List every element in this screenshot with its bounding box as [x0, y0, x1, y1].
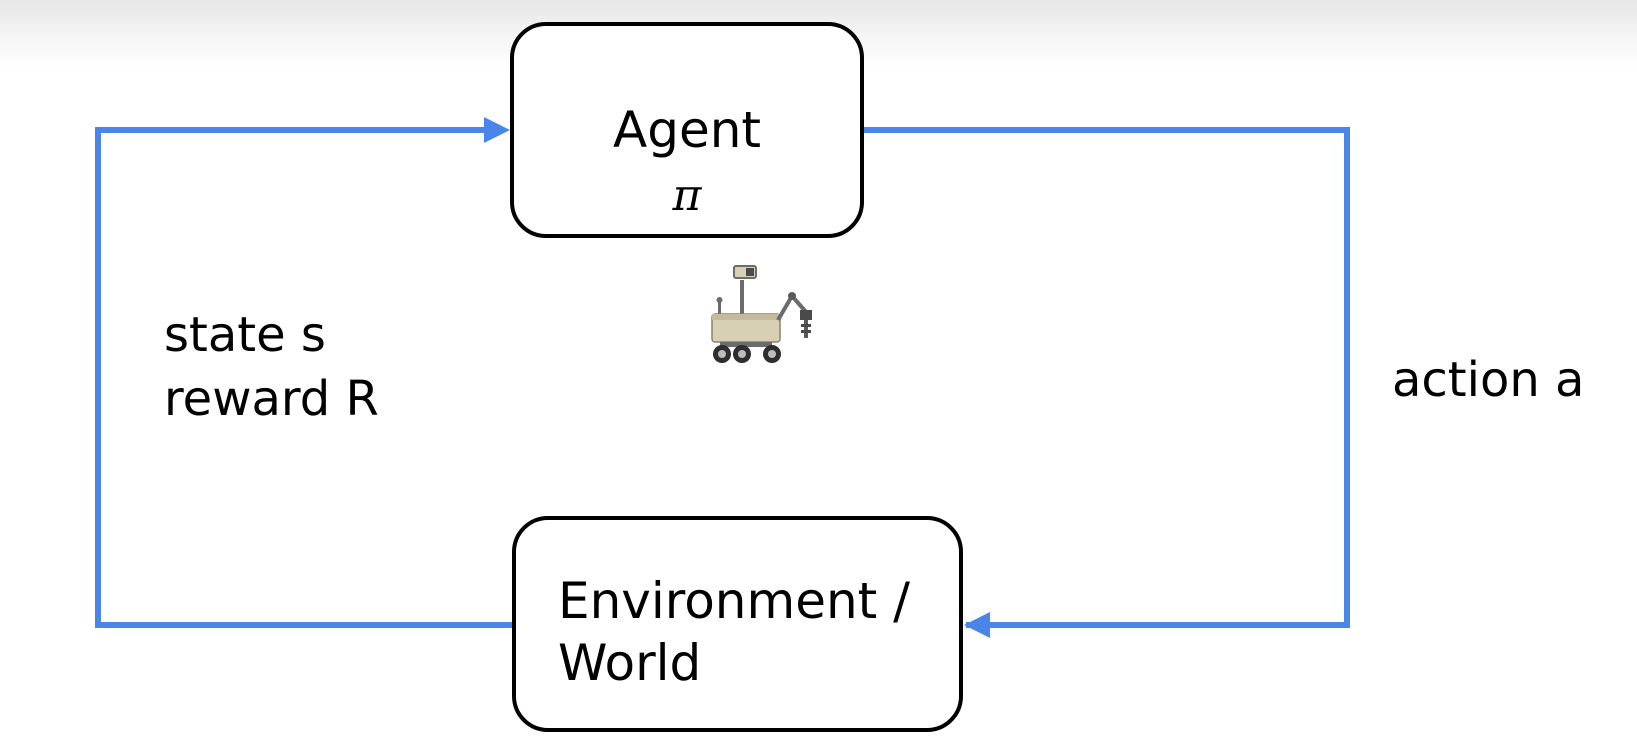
agent-title: Agent: [613, 101, 761, 159]
state-reward-arrowhead: [484, 117, 510, 143]
environment-title-line2: World: [558, 634, 702, 692]
environment-box: Environment / World: [512, 516, 963, 732]
agent-box: Agent π: [510, 22, 864, 238]
action-arrowhead: [964, 612, 990, 638]
agent-policy-symbol: π: [672, 170, 702, 221]
environment-title-line1: Environment /: [558, 572, 911, 630]
environment-title: Environment / World: [558, 570, 910, 694]
reward-label: reward R: [164, 371, 379, 427]
state-reward-arrow: [95, 127, 512, 628]
action-label: action a: [1392, 352, 1585, 408]
action-arrow: [864, 127, 1350, 628]
state-label: state s: [164, 307, 326, 363]
mars-rover-icon: [711, 265, 812, 363]
